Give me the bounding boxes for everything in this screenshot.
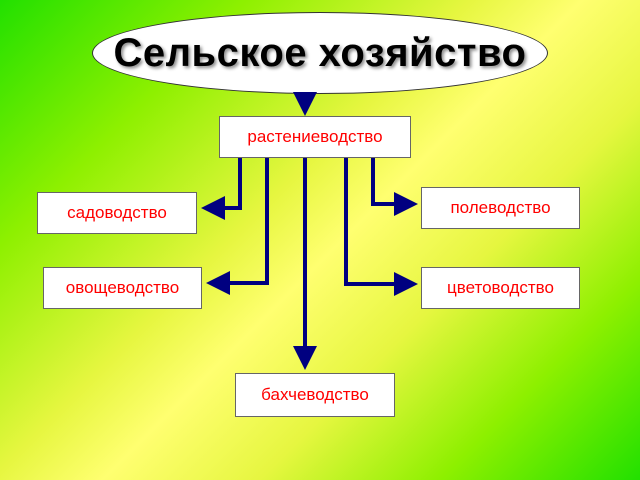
node-root: растениеводство — [219, 116, 411, 158]
title-ellipse — [92, 12, 548, 94]
arrow-root-to-gardening — [201, 158, 242, 220]
node-field-farming: полеводство — [421, 187, 580, 229]
arrow-root-to-floriculture — [344, 158, 418, 296]
diagram-title: Сельское хозяйство — [113, 30, 527, 75]
node-vegetable-growing: овощеводство — [43, 267, 202, 309]
arrow-root-to-vegetable — [206, 158, 269, 295]
node-melon-growing: бахчеводство — [235, 373, 395, 417]
node-gardening: садоводство — [37, 192, 197, 234]
node-floriculture: цветоводство — [421, 267, 580, 309]
arrow-root-to-field — [371, 158, 418, 216]
